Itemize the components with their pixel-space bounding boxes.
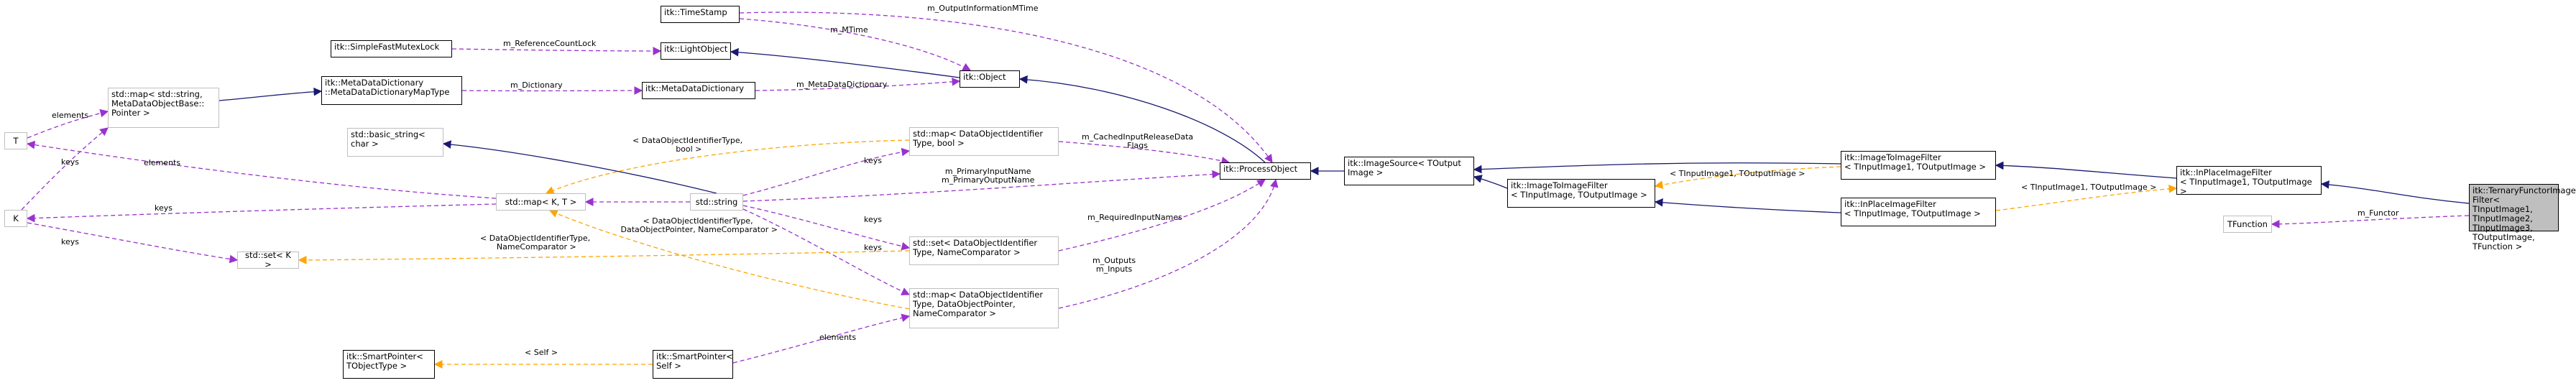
edge-map-bool-to-processobject: [1058, 141, 1230, 165]
node-k: K: [4, 210, 27, 227]
edge-label-output-information-mtime: m_OutputInformationMTime: [927, 4, 1039, 13]
edge-label-elements-pointer: elements: [819, 333, 857, 342]
edge-label-primary-names: m_PrimaryInputName m_PrimaryOutputName: [942, 167, 1035, 185]
edge-k-to-set-k: [27, 222, 239, 264]
edge-label-keys-kt: keys: [155, 203, 172, 213]
node-basic-string: std::basic_string< char >: [347, 128, 443, 157]
edge-label-outputs-inputs: m_Outputs m_Inputs: [1092, 256, 1136, 274]
node-object[interactable]: itk::Object: [960, 70, 1020, 88]
edge-tfunction-to-ternary: [2271, 215, 2470, 229]
node-std-map-pointer: std::map< DataObjectIdentifier Type, Dat…: [909, 288, 1059, 328]
edge-label-template-pointer: < DataObjectIdentifierType, DataObjectPo…: [620, 216, 778, 234]
edge-label-keys-setname: keys: [864, 215, 882, 224]
edge-i2i-t1-to-imagesource: [1473, 162, 1841, 174]
edge-set-name-to-processobject: [1058, 179, 1266, 252]
node-metadata-dictionary[interactable]: itk::MetaDataDictionary: [642, 82, 755, 99]
edge-label-m-mtime: m_MTime: [830, 25, 868, 34]
node-smart-pointer-tobjecttype[interactable]: itk::SmartPointer< TObjectType >: [343, 350, 435, 379]
edge-label-template-bool: < DataObjectIdentifierType, bool >: [632, 136, 743, 154]
edge-string-to-map-pointer: [742, 208, 911, 295]
edge-string-to-set-name: [742, 205, 911, 251]
node-time-stamp[interactable]: itk::TimeStamp: [661, 6, 740, 23]
node-inplace-image-filter-tin[interactable]: itk::InPlaceImageFilter < TInputImage, T…: [1841, 198, 1996, 226]
edge-label-template-namecomparator: < DataObjectIdentifierType, NameComparat…: [480, 234, 591, 252]
node-std-map-kt: std::map< K, T >: [496, 193, 586, 211]
edge-label-tinput1-toutput-lower: < TInputImage1, TOutputImage >: [2021, 183, 2157, 192]
edge-label-keys-setk: keys: [61, 237, 79, 246]
node-metadata-dictionary-maptype[interactable]: itk::MetaDataDictionary ::MetaDataDictio…: [321, 76, 462, 105]
edge-t-to-stdmap-meta: [27, 109, 109, 139]
node-std-set-name: std::set< DataObjectIdentifier Type, Nam…: [909, 236, 1059, 265]
edge-label-keys-meta: keys: [61, 157, 79, 167]
edge-label-tinput1-toutput-upper: < TInputImage1, TOutputImage >: [1670, 169, 1806, 178]
node-light-object[interactable]: itk::LightObject: [661, 42, 731, 60]
node-tfunction: TFunction: [2223, 216, 2272, 233]
edge-map-pointer-to-map-kt: [548, 209, 910, 310]
edge-label-elements-meta: elements: [52, 111, 89, 120]
edge-label-m-functor: m_Functor: [2358, 208, 2399, 218]
node-t: T: [4, 132, 27, 149]
edge-set-k-to-set-name: [298, 250, 910, 264]
edge-smartpointer-self-to-map-pointer: [732, 313, 911, 364]
node-std-string: std::string: [690, 193, 743, 211]
node-std-map-metadata: std::map< std::string, MetaDataObjectBas…: [108, 88, 219, 128]
edge-timestamp-to-object: [739, 18, 972, 71]
edge-k-to-stdmap-meta: [21, 127, 109, 211]
node-std-set-k: std::set< K >: [237, 251, 299, 269]
edge-processobject-to-object: [1018, 75, 1266, 163]
edge-map-pointer-to-processobject: [1058, 178, 1279, 309]
edge-ternary-to-inplace: [2320, 180, 2470, 204]
node-ternary-functor-image-filter[interactable]: itk::TernaryFunctorImage Filter< TInputI…: [2469, 184, 2576, 252]
edge-timestamp-to-processobject: [739, 11, 1273, 163]
node-image-source[interactable]: itk::ImageSource< TOutput Image >: [1344, 157, 1474, 185]
edge-map-bool-to-map-kt: [545, 139, 910, 195]
edge-label-metadata-dictionary: m_MetaDataDictionary: [796, 80, 888, 89]
node-process-object[interactable]: itk::ProcessObject: [1220, 162, 1311, 180]
edge-inplace-tin-to-i2i-tin: [1654, 198, 1841, 213]
node-image-to-image-filter-tin1[interactable]: itk::ImageToImageFilter < TInputImage1, …: [1841, 151, 1996, 180]
node-std-map-bool: std::map< DataObjectIdentifier Type, boo…: [909, 127, 1059, 156]
edge-i2i-tin-to-imagesource: [1473, 175, 1508, 189]
node-smart-pointer-self[interactable]: itk::SmartPointer< Self >: [653, 350, 733, 379]
edge-map-kt-to-k: [26, 203, 497, 223]
edge-label-elements-kt: elements: [144, 158, 181, 167]
edge-string-to-processobject: [742, 170, 1221, 202]
edge-label-template-self: < Self >: [525, 348, 558, 357]
node-inplace-image-filter-tin1[interactable]: itk::InPlaceImageFilter < TInputImage1, …: [2176, 166, 2322, 196]
edge-map-kt-to-t: [26, 140, 497, 199]
edge-label-reference-count-lock: m_ReferenceCountLock: [503, 39, 597, 48]
edge-object-to-lightobject: [730, 47, 960, 78]
edge-label-keys-pointer: keys: [864, 243, 882, 252]
edge-label-cached-release-flags: m_CachedInputReleaseData Flags: [1082, 132, 1194, 150]
edge-label-dictionary: m_Dictionary: [510, 80, 563, 90]
edge-string-to-map-bool: [742, 147, 911, 196]
edge-basic-string-to-string: [442, 140, 717, 194]
edge-label-keys-bool: keys: [864, 156, 882, 165]
edge-stdmap-meta-to-maptype: [218, 87, 323, 101]
edge-inplace-ternary-to-i2i-t1: [1995, 161, 2177, 179]
edge-inplace-tin-to-inplace-ternary: [1995, 184, 2178, 211]
edge-label-required-input-names: m_RequiredInputNames: [1087, 213, 1182, 222]
node-simple-fast-mutex-lock[interactable]: itk::SimpleFastMutexLock: [331, 40, 452, 57]
edge-mutex-to-lightobject: [451, 47, 662, 55]
node-image-to-image-filter-tin[interactable]: itk::ImageToImageFilter < TInputImage, T…: [1507, 179, 1655, 208]
